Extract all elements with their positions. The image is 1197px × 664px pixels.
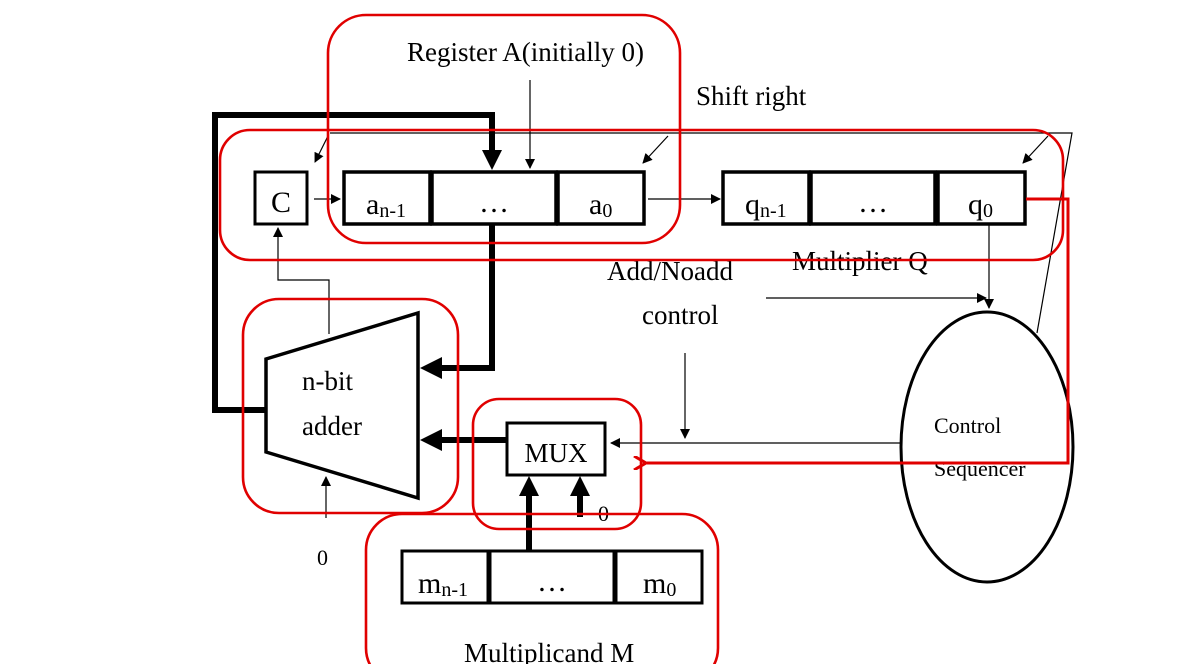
mux-to-adder-arrowhead [420,429,442,451]
register-m-cell [400,549,490,605]
register-q-cell [721,170,811,226]
register-a-cell [342,170,432,226]
multiplicand-m-label: Multiplicand M [464,638,634,664]
register-m-cell [614,549,704,605]
register-q-cell [809,170,937,226]
shift-right-label: Shift right [696,81,807,111]
control-sequencer [899,310,1075,584]
n-bit-adder [264,310,420,501]
highlight-multiplicand [364,512,720,664]
register-m-cell-label: … [537,565,567,598]
carry-register [253,170,309,226]
shift-right-line [330,132,1073,334]
carry-label: C [271,186,291,219]
shift-arrow-q0 [1022,135,1049,164]
adder-output-arrowhead [482,150,502,170]
multiplicand-to-mux-arrowhead [519,476,539,496]
add-noadd-label-2: control [642,300,718,330]
highlight-q0-to-mux-path [644,197,1070,463]
adder-carry-out-arrow [273,227,330,334]
register-m-cell-label: mn-1 [418,567,468,601]
adder-output-bus [212,112,495,413]
register-a-cell [556,170,646,226]
register-q-cell-label: qn-1 [745,188,787,222]
register-q-cell-label: … [858,186,888,219]
zero-to-mux-arrowhead [570,476,590,496]
register-q: qn-1 … q0 [721,170,1027,226]
shift-arrow-a0 [642,135,669,164]
register-a-cell [430,170,558,226]
control-sequencer-label-2: Sequencer [934,456,1026,481]
adder-carry-in-label: 0 [317,545,328,570]
control-sequencer-label-1: Control [934,413,1001,438]
highlight-shift-registers [218,128,1065,262]
register-a-to-adder-arrowhead [420,357,442,379]
register-m-cell [488,549,616,605]
adder-label-2: adder [302,411,362,441]
mux [505,421,607,477]
register-a-cell-label: an-1 [366,188,406,222]
shift-arrow-c [314,135,329,163]
highlight-adder [241,297,460,515]
register-a-cell-label: … [479,186,509,219]
register-a: an-1 … a0 [342,170,646,226]
register-m-cell-label: m0 [643,567,676,601]
register-a-cell-label: a0 [589,188,612,222]
mux-label: MUX [524,438,588,468]
register-a-label: Register A(initially 0) [407,37,644,67]
register-q-cell [936,170,1027,226]
register-m: mn-1 … m0 [400,549,704,605]
adder-label-1: n-bit [302,366,353,396]
register-q-cell-label: q0 [968,188,993,222]
